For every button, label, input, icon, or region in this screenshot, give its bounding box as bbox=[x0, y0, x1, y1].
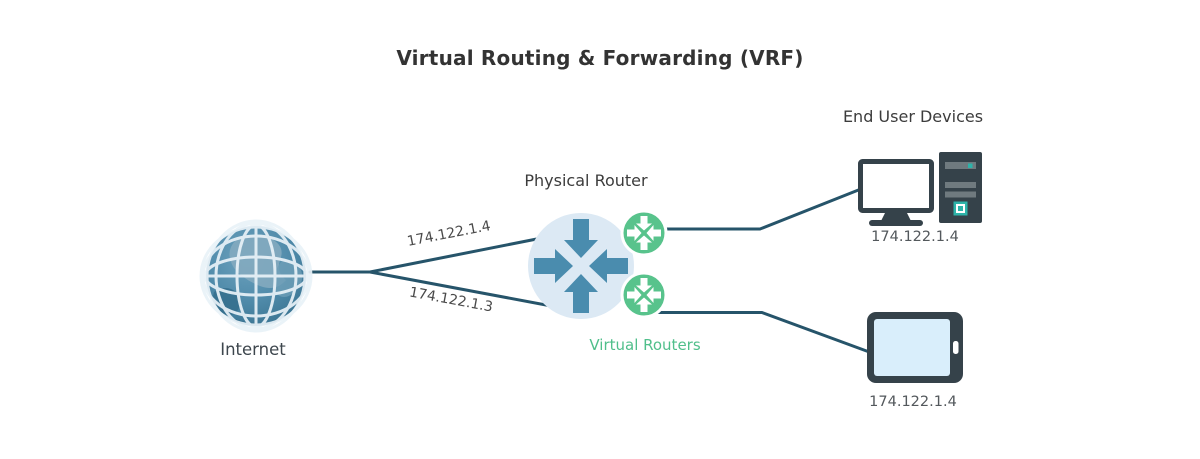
globe-icon bbox=[199, 219, 313, 333]
connection-lines bbox=[308, 185, 874, 355]
internet-label: Internet bbox=[220, 340, 286, 359]
line-vrouter1-to-desktop bbox=[660, 185, 868, 231]
diagram-title: Virtual Routing & Forwarding (VRF) bbox=[396, 46, 804, 70]
line-fork-lower bbox=[368, 270, 564, 310]
desktop-ip-label: 174.122.1.4 bbox=[871, 229, 959, 245]
tablet-icon bbox=[867, 312, 963, 383]
physical-router-label: Physical Router bbox=[524, 171, 648, 190]
virtual-routers-label: Virtual Routers bbox=[589, 336, 701, 354]
virtual-router-icon-1 bbox=[620, 209, 668, 257]
tablet-ip-label: 174.122.1.4 bbox=[869, 394, 957, 410]
physical-router-icon bbox=[528, 213, 634, 319]
line-fork-upper bbox=[368, 232, 564, 274]
end-user-devices-label: End User Devices bbox=[842, 107, 984, 126]
virtual-router-icon-2 bbox=[620, 271, 668, 319]
line-vrouter2-to-tablet bbox=[656, 311, 874, 355]
desktop-computer-icon bbox=[858, 152, 982, 226]
